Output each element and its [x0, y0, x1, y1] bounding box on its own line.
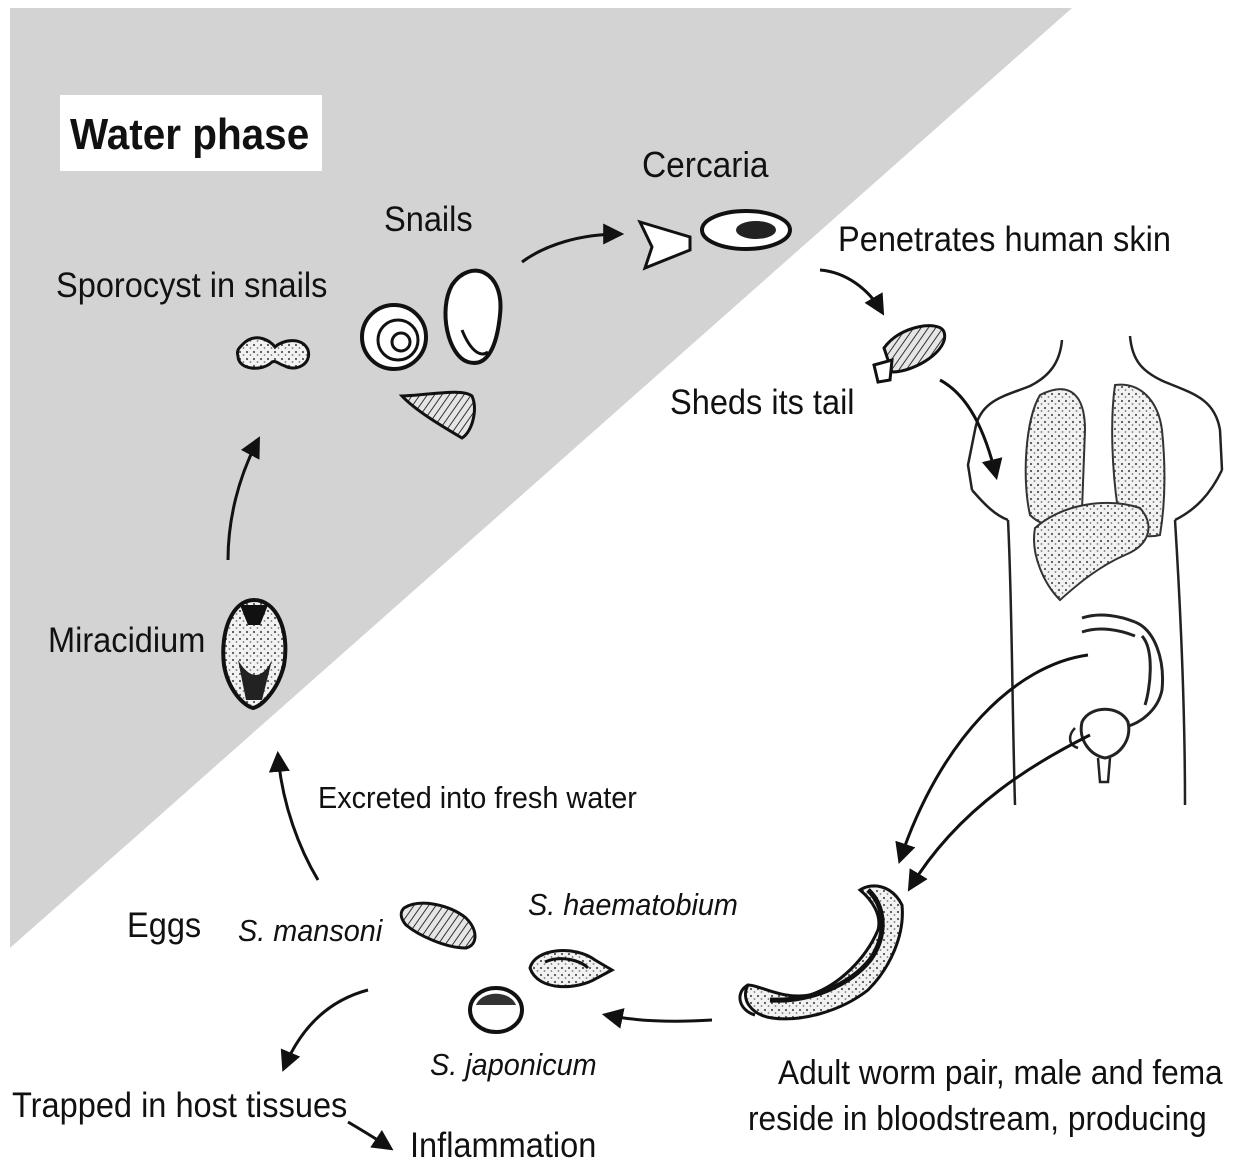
snail-oval-illustration — [445, 271, 500, 363]
snail-coiled-illustration — [362, 305, 426, 369]
label-excreted: Excreted into fresh water — [318, 782, 637, 813]
arrow-trapped-to-inflammation — [348, 1122, 390, 1148]
adult-worm-pair-illustration — [740, 886, 902, 1019]
arrow-bladder-to-worms — [910, 735, 1090, 888]
bladder-illustration — [1070, 709, 1129, 782]
label-trapped: Trapped in host tissues — [12, 1088, 347, 1123]
label-s-haematobium: S. haematobium — [528, 889, 738, 920]
label-adult-worm-line1: Adult worm pair, male and fema — [778, 1056, 1223, 1090]
label-adult-worm-line2: reside in bloodstream, producing — [748, 1102, 1207, 1136]
label-sheds-tail: Sheds its tail — [670, 385, 855, 420]
liver-illustration — [1034, 503, 1148, 600]
label-eggs: Eggs — [127, 908, 201, 943]
egg-s-mansoni-illustration — [401, 903, 475, 948]
arrow-worms-to-eggs — [606, 1015, 712, 1021]
label-sporocyst: Sporocyst in snails — [56, 268, 327, 303]
schistosomulum-illustration — [874, 326, 945, 382]
water-phase-title: Water phase — [70, 110, 309, 160]
label-penetrates-skin: Penetrates human skin — [838, 222, 1171, 257]
label-s-japonicum: S. japonicum — [430, 1049, 597, 1080]
egg-s-japonicum-illustration — [470, 988, 522, 1032]
arrow-intestine-to-worms — [900, 655, 1088, 860]
arrow-eggs-to-trapped — [284, 990, 368, 1068]
egg-s-haematobium-illustration — [530, 951, 612, 987]
label-s-mansoni: S. mansoni — [238, 915, 382, 946]
arrow-cercaria-to-skin — [820, 270, 882, 312]
arrow-eggs-to-miracidium — [278, 755, 318, 880]
label-inflammation: Inflammation — [410, 1128, 596, 1163]
label-snails: Snails — [384, 202, 473, 237]
label-cercaria: Cercaria — [642, 147, 769, 183]
label-miracidium: Miracidium — [48, 623, 205, 658]
